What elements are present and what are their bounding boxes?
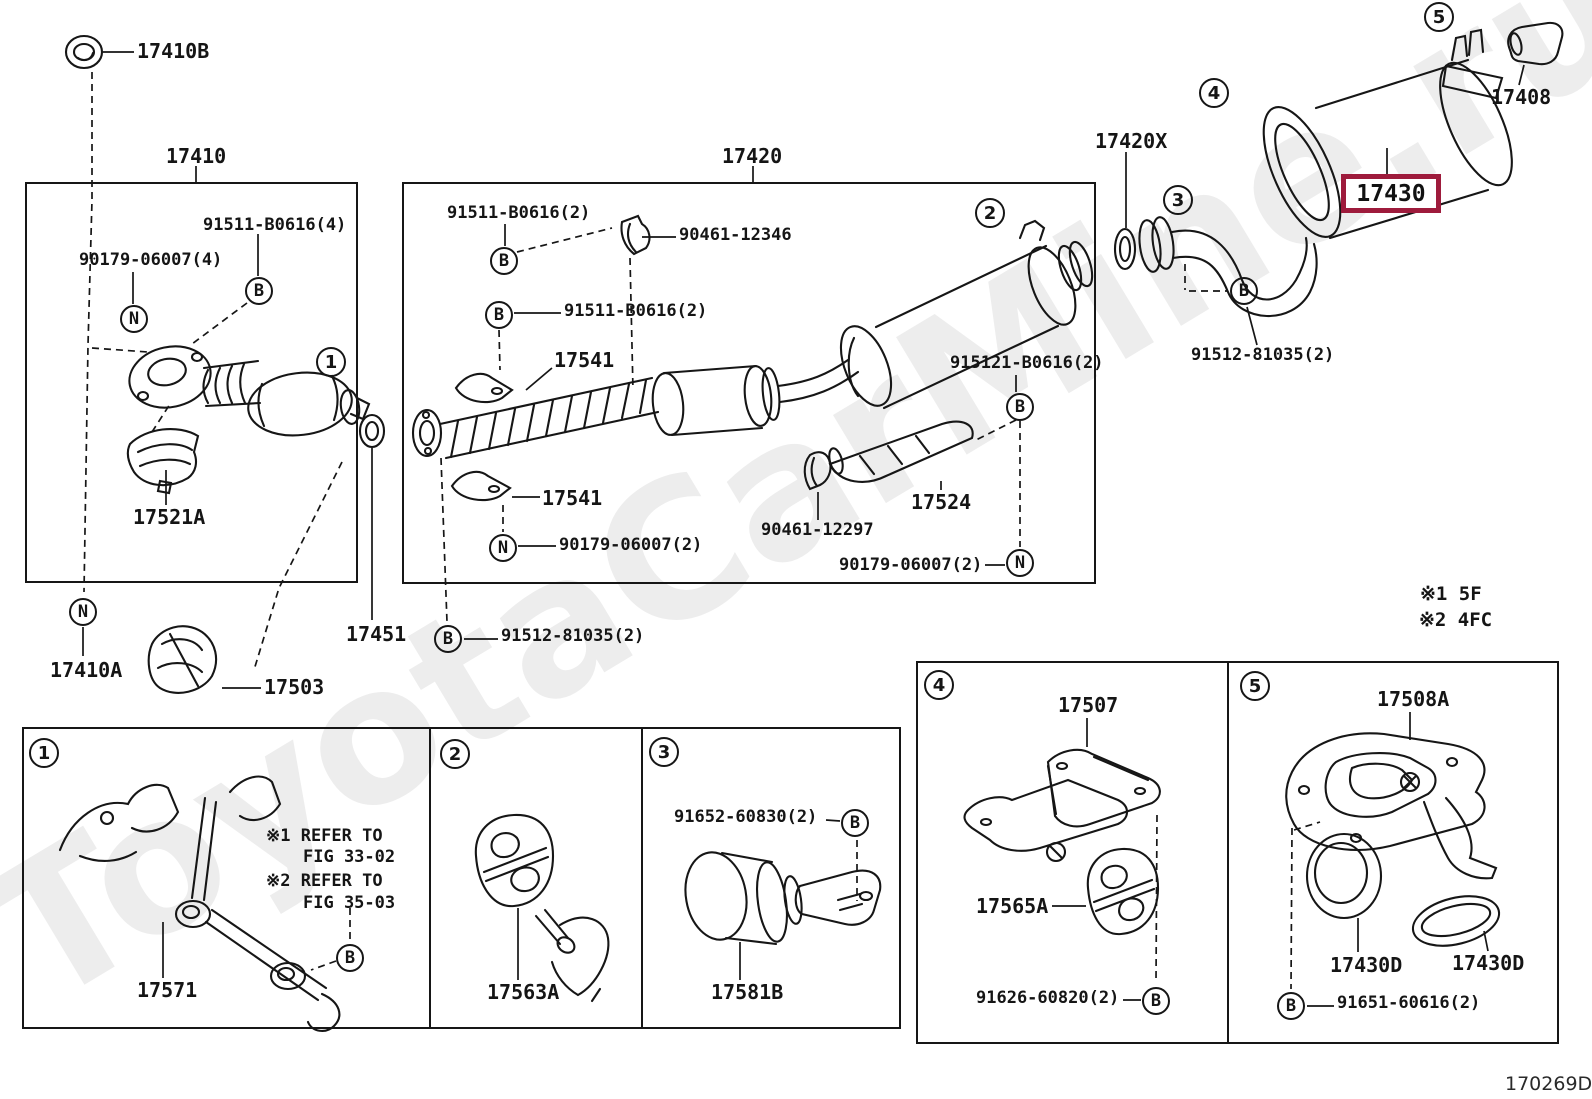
figure-code: 170269D [1505, 1073, 1592, 1095]
highlighted-part-17430: 17430 [1341, 174, 1441, 213]
refer-note-1-line1: ※1 REFER TO [266, 826, 383, 846]
callout-2-detail-box: 2 [440, 739, 470, 769]
part-label-90179-06007-4: 90179-06007(4) [79, 250, 223, 270]
part-label-17541-lower: 17541 [542, 486, 603, 510]
connector-B-box5: B [1277, 992, 1305, 1020]
connector-N-mid-right: N [1006, 549, 1034, 577]
part-label-17410B: 17410B [137, 39, 210, 63]
part-label-17420X: 17420X [1095, 129, 1168, 153]
part-label-90461-12346: 90461-12346 [679, 225, 792, 245]
connector-N-cat-box: N [120, 305, 148, 333]
connector-B-box4: B [1142, 987, 1170, 1015]
part-label-17541-upper: 17541 [554, 348, 615, 372]
section-frames [22, 182, 1559, 1044]
connector-B-rear-pipe: B [1230, 277, 1258, 305]
part-label-17565A: 17565A [976, 894, 1049, 918]
part-label-91652-60830-2: 91652-60830(2) [674, 807, 818, 827]
part-label-17524: 17524 [911, 490, 972, 514]
part-label-17430D-right: 17430D [1452, 951, 1525, 975]
refer-note-2-line1: ※2 REFER TO [266, 871, 383, 891]
callout-3-detail-box: 3 [649, 737, 679, 767]
part-label-91651-60616-2: 91651-60616(2) [1337, 993, 1481, 1013]
part-label-17451: 17451 [346, 622, 407, 646]
part-label-915121-B0616-2: 915121-B0616(2) [950, 353, 1104, 373]
part-label-17430D-left: 17430D [1330, 953, 1403, 977]
part-label-17563A: 17563A [487, 980, 560, 1004]
connector-B-mid-upper: B [490, 247, 518, 275]
refer-note-2-line2: FIG 35-03 [303, 893, 396, 913]
part-label-91511-B0616-4: 91511-B0616(4) [203, 215, 347, 235]
part-label-91511-B0616-2-upper: 91511-B0616(2) [447, 203, 591, 223]
callout-3-main: 3 [1163, 185, 1193, 215]
part-label-17571: 17571 [137, 978, 198, 1002]
connector-B-box1: B [336, 944, 364, 972]
spec-note-2: ※2 4FC [1419, 609, 1493, 631]
connector-B-mid-lower: B [485, 301, 513, 329]
callout-2-main: 2 [975, 198, 1005, 228]
part-label-91626-60820-2: 91626-60820(2) [976, 988, 1120, 1008]
part-label-91512-81035-2-left: 91512-81035(2) [501, 626, 645, 646]
callout-5-main: 5 [1424, 2, 1454, 32]
part-label-17508A: 17508A [1377, 687, 1450, 711]
part-label-90179-06007-2-left: 90179-06007(2) [559, 535, 703, 555]
connector-B-cat-box: B [245, 277, 273, 305]
spec-note-1: ※1 5F [1420, 583, 1482, 605]
part-label-91512-81035-2-right: 91512-81035(2) [1191, 345, 1335, 365]
part-label-17581B: 17581B [711, 980, 784, 1004]
part-label-91511-B0616-2-lower: 91511-B0616(2) [564, 301, 708, 321]
part-label-90461-12297: 90461-12297 [761, 520, 874, 540]
part-label-17503: 17503 [264, 675, 325, 699]
part-label-17420: 17420 [722, 144, 783, 168]
part-label-17408: 17408 [1491, 85, 1552, 109]
callout-4-main: 4 [1199, 78, 1229, 108]
callout-1-main: 1 [316, 347, 346, 377]
part-drawings [58, 21, 1564, 1032]
callout-4-detail-box: 4 [924, 670, 954, 700]
connector-B-17451: B [434, 625, 462, 653]
connector-B-mid-right: B [1006, 393, 1034, 421]
part-label-90179-06007-2-right: 90179-06007(2) [839, 555, 983, 575]
part-label-17507: 17507 [1058, 693, 1119, 717]
callout-5-detail-box: 5 [1240, 671, 1270, 701]
leader-lines [82, 51, 1525, 1007]
refer-note-1-line2: FIG 33-02 [303, 847, 396, 867]
part-label-17410A: 17410A [50, 658, 123, 682]
connector-B-box3: B [841, 809, 869, 837]
callout-1-detail-box: 1 [29, 738, 59, 768]
part-label-17410: 17410 [166, 144, 227, 168]
connector-N-mid-left: N [489, 534, 517, 562]
connector-N-17410A: N [69, 598, 97, 626]
part-label-17521A: 17521A [133, 505, 206, 529]
dashed-links [83, 72, 1321, 990]
